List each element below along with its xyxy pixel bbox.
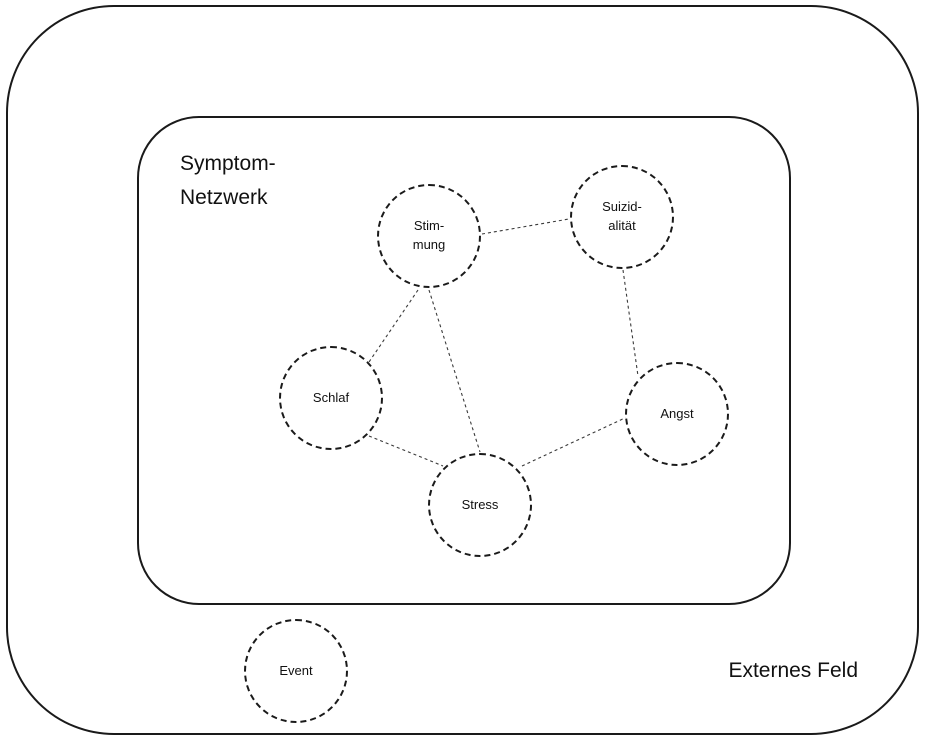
edge-stimmung-suizidalitaet xyxy=(481,218,570,235)
node-stress-label: Stress xyxy=(461,496,499,512)
network-title-line-1: Symptom- xyxy=(180,152,276,175)
node-schlaf: Schlaf xyxy=(279,346,383,450)
node-suizidalitaet-label-1: Suizid- xyxy=(602,199,642,215)
node-schlaf-label: Schlaf xyxy=(312,389,350,405)
node-stress: Stress xyxy=(428,453,532,557)
node-suizidalitaet-label-2: alität xyxy=(608,218,636,233)
edge-stress-angst xyxy=(521,416,628,467)
node-event: Event xyxy=(244,619,348,723)
node-stimmung-label-2: mung xyxy=(412,237,446,252)
edge-schlaf-stress xyxy=(368,435,444,467)
edge-stimmung-schlaf xyxy=(368,289,419,363)
external-field-label: Externes Feld xyxy=(728,659,858,682)
edge-suizidalitaet-angst xyxy=(622,269,639,377)
node-event-label: Event xyxy=(279,662,313,678)
node-suizidalitaet: Suizid- alität xyxy=(570,165,674,269)
node-stimmung: Stim- mung xyxy=(377,184,481,288)
node-stimmung-label-1: Stim- xyxy=(413,218,445,234)
symptom-network-boundary xyxy=(137,116,791,605)
node-angst-label: Angst xyxy=(660,405,694,421)
node-angst: Angst xyxy=(625,362,729,466)
network-title-line-2: Netzwerk xyxy=(180,186,268,209)
external-field-boundary xyxy=(6,5,919,735)
edge-stimmung-stress xyxy=(428,289,481,453)
